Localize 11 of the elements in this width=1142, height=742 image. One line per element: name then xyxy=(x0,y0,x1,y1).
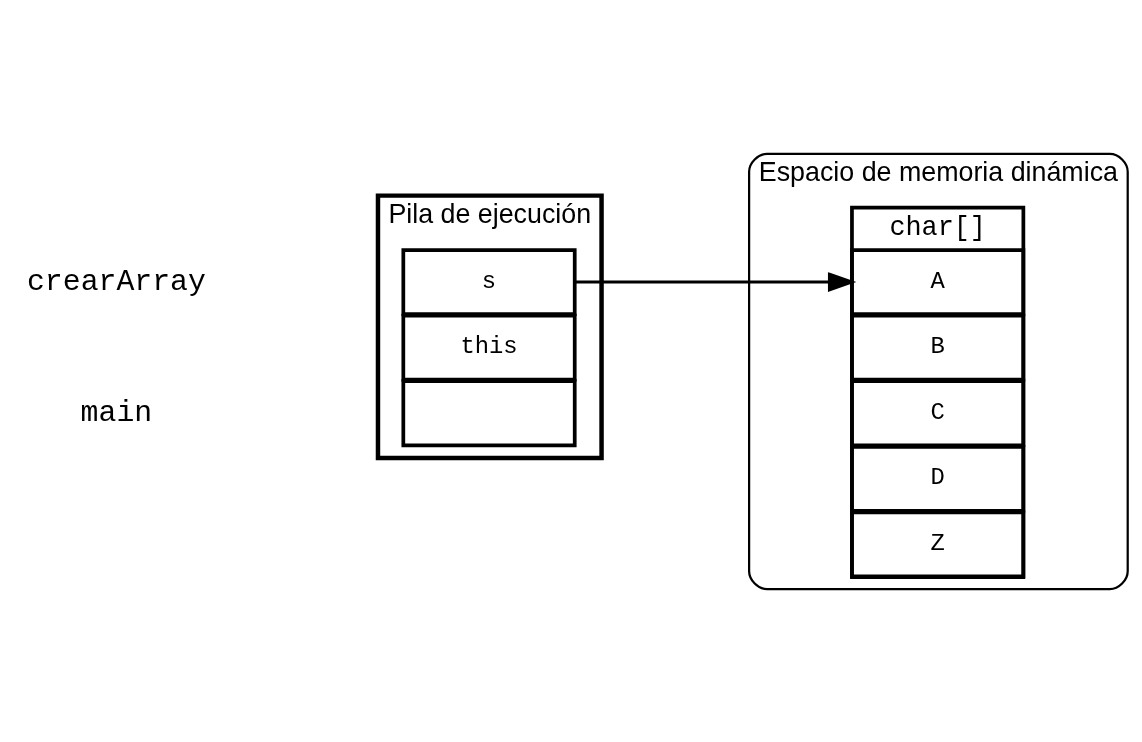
node-box: Z xyxy=(850,510,1026,578)
node-box: A xyxy=(850,247,1026,316)
label: main xyxy=(80,395,153,430)
label: crearArray xyxy=(26,264,206,299)
node-box: this xyxy=(401,313,577,382)
node-box: s xyxy=(401,247,577,316)
arrow xyxy=(574,271,857,292)
node-box: C xyxy=(850,378,1026,447)
node-box: D xyxy=(850,444,1026,513)
node-box: B xyxy=(850,313,1026,382)
node-box xyxy=(401,378,577,447)
